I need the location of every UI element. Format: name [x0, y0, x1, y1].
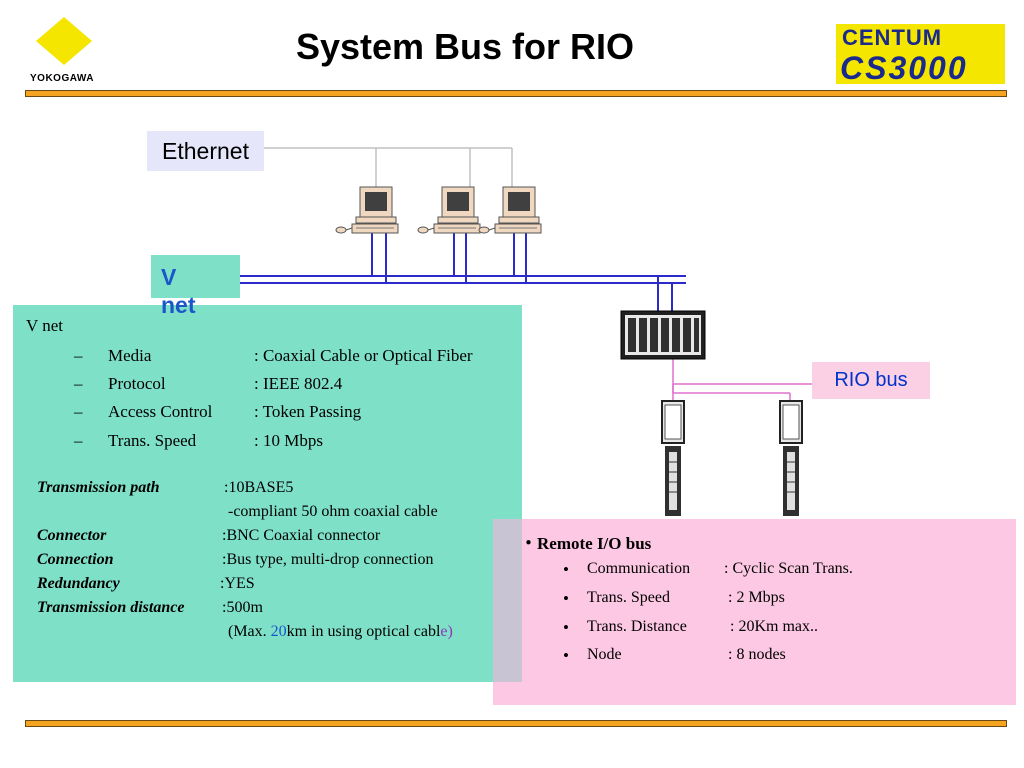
rio-bullet: •	[563, 618, 569, 637]
workstation-pc-2-icon	[417, 186, 481, 234]
vnet-item-value: : Token Passing	[254, 402, 362, 421]
detail-value: -compliant 50 ohm coaxial cable	[228, 503, 438, 520]
workstation-pc-1-icon	[335, 186, 399, 234]
rio-bullet: •	[563, 560, 569, 579]
rio-item-value: : Cyclic Scan Trans.	[724, 560, 853, 577]
vnet-item-label: Protocol	[108, 374, 166, 393]
vnet-label: V net	[151, 255, 240, 318]
header-divider	[25, 90, 1007, 97]
rio-item-value: : 2 Mbps	[728, 589, 785, 606]
vnet-item-label: Trans. Speed	[108, 431, 197, 450]
vnet-dash: –	[74, 402, 83, 421]
centum-cs3000-logo: CENTUM CS3000	[836, 24, 1005, 86]
vnet-item-value: : 10 Mbps	[254, 431, 323, 450]
vnet-dash: –	[74, 346, 83, 365]
detail-label: Transmission path	[37, 479, 160, 496]
rio-bullet: •	[563, 589, 569, 608]
rio-item-label: Node	[587, 646, 622, 663]
detail-value: :BNC Coaxial connector	[222, 527, 381, 544]
rio-bullet: •	[563, 646, 569, 665]
vnet-item-value: : IEEE 802.4	[254, 374, 343, 393]
rio-node-1-icon	[661, 400, 685, 516]
fcs-controller-icon	[620, 310, 706, 360]
rio-item-value: : 8 nodes	[728, 646, 786, 663]
yokogawa-diamond-icon	[36, 17, 92, 65]
rio-heading: ・Remote I/O bus	[520, 534, 652, 553]
detail-value: :500m	[222, 599, 263, 616]
vnet-item-label: Media	[108, 346, 152, 365]
rio-item-value: : 20Km max..	[730, 618, 818, 635]
rio-node-2-icon	[779, 400, 803, 516]
page-title: System Bus for RIO	[295, 26, 635, 67]
rio-item-label: Trans. Speed	[587, 589, 670, 606]
svg-text:CS3000: CS3000	[840, 50, 968, 84]
vnet-dash: –	[74, 374, 83, 393]
detail-value: :10BASE5	[224, 479, 294, 496]
detail-label: Redundancy	[37, 575, 120, 592]
rio-bus-label: RIO bus	[812, 362, 930, 399]
footer-divider	[25, 720, 1007, 727]
vnet-heading: V net	[26, 316, 63, 335]
detail-label: Connector	[37, 527, 107, 544]
detail-value: :Bus type, multi-drop connection	[222, 551, 434, 568]
vnet-item-value: : Coaxial Cable or Optical Fiber	[254, 346, 473, 365]
workstation-pc-3-icon	[478, 186, 542, 234]
company-logo-text: YOKOGAWA	[30, 73, 95, 84]
rio-info-panel	[493, 519, 1016, 705]
optical-cable-note: (Max. 20km in using optical cable)	[228, 623, 453, 640]
vnet-item-label: Access Control	[108, 402, 213, 421]
svg-text:CENTUM: CENTUM	[842, 25, 942, 50]
vnet-dash: –	[74, 431, 83, 450]
panel-overlap	[493, 519, 522, 682]
detail-label: Transmission distance	[37, 599, 185, 616]
vnet-info-panel	[13, 305, 522, 682]
ethernet-label: Ethernet	[147, 131, 264, 171]
rio-item-label: Trans. Distance	[587, 618, 687, 635]
detail-label: Connection	[37, 551, 114, 568]
detail-value: :YES	[220, 575, 255, 592]
rio-item-label: Communication	[587, 560, 691, 577]
